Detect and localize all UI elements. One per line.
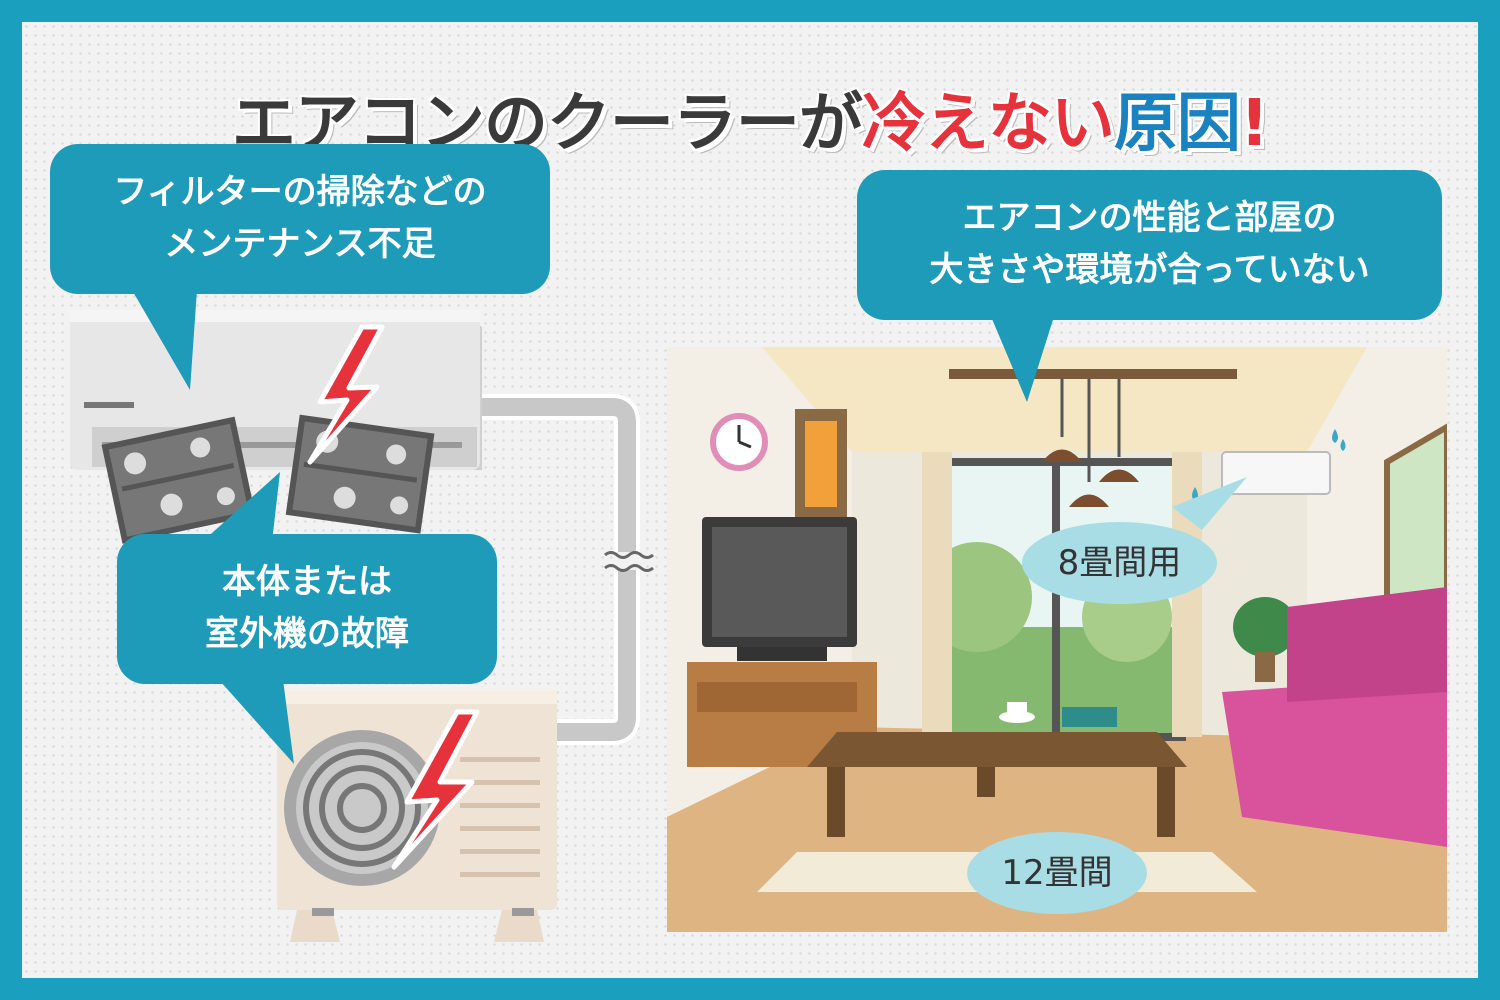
dirty-filter-right — [285, 414, 435, 534]
bubble-tail-maintenance — [132, 290, 197, 390]
bubble-tail-breakdown — [202, 472, 280, 542]
bubble-maintenance-line-2: メンテナンス不足 — [164, 224, 436, 264]
bubble-breakdown-line-1: 本体または — [222, 562, 392, 602]
ac-rating-text: 8畳間用 — [1057, 543, 1182, 583]
dirty-filter-left — [101, 416, 256, 544]
refrigerant-pipe — [477, 394, 640, 745]
bubble-breakdown-line-2: 室外機の故障 — [205, 614, 409, 654]
pipe-break-icon — [604, 551, 654, 572]
bubble-mismatch-line-2: 大きさや環境が合っていない — [929, 250, 1370, 290]
small-aircon-icon — [1221, 451, 1331, 495]
fault-bolt-icon-outdoor — [391, 709, 480, 870]
bubble-maintenance: フィルターの掃除などの メンテナンス不足 — [50, 144, 550, 294]
bubble-tail-breakdown-2 — [212, 672, 294, 764]
title-part-4: ! — [1239, 87, 1269, 161]
bubble-mismatch-line-1: エアコンの性能と部屋の — [962, 198, 1337, 238]
outdoor-unit — [277, 690, 557, 942]
oval-tail-ac — [1172, 477, 1247, 530]
bubble-breakdown: 本体または 室外機の故障 — [117, 534, 497, 684]
title-part-2: 冷えない — [861, 87, 1115, 161]
room-size-text: 12畳間 — [1001, 853, 1113, 893]
living-room-illustration — [667, 347, 1447, 932]
aircon-illustration — [70, 290, 654, 942]
room-size-label: 12畳間 — [967, 832, 1147, 914]
infographic-panel: エアコンのクーラーが冷えない原因! — [22, 22, 1478, 978]
bubble-mismatch: エアコンの性能と部屋の 大きさや環境が合っていない — [857, 170, 1442, 320]
bubble-maintenance-line-1: フィルターの掃除などの — [113, 172, 487, 212]
fault-bolt-icon — [307, 324, 385, 465]
ac-rating-label: 8畳間用 — [1022, 522, 1217, 604]
title-part-3: 原因 — [1113, 87, 1241, 161]
bubble-tail-mismatch — [987, 307, 1057, 402]
